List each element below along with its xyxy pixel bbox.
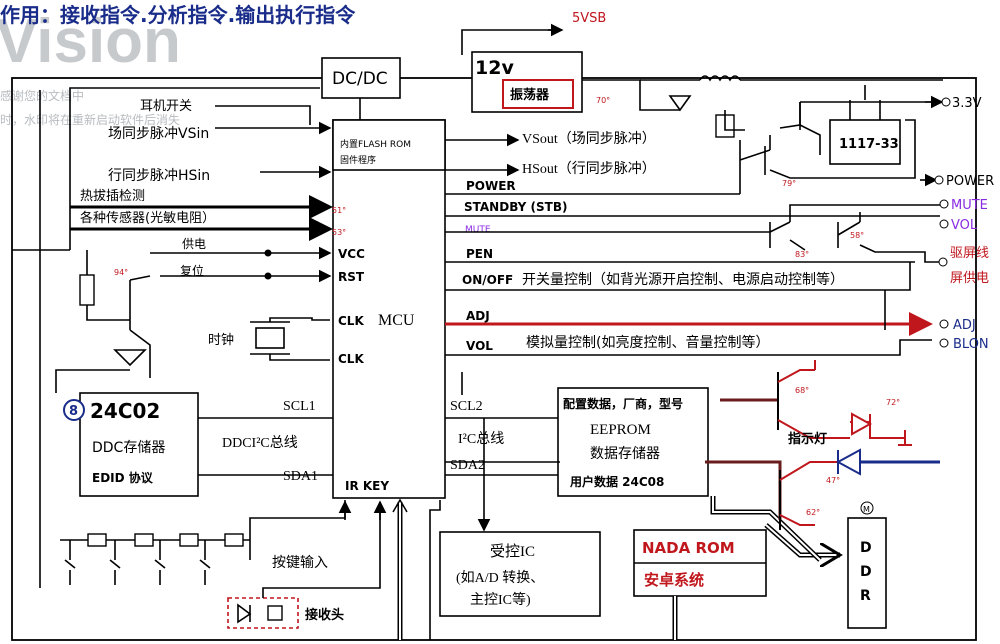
- ddc-sda1: SDA1: [283, 469, 318, 484]
- eeprom-sda2: SDA2: [450, 458, 485, 473]
- controlled-ic-box: [439, 531, 601, 617]
- nada-rom-sub: 安卓系统: [644, 571, 704, 589]
- receiver-label: 接收头: [305, 607, 344, 623]
- ddc-scl1: SCL1: [283, 399, 316, 414]
- analog-desc: 模拟量控制(如亮度控制、音量控制等）: [526, 334, 769, 351]
- user-eeprom-box: [557, 387, 709, 497]
- crystal: [255, 327, 285, 349]
- ddr-box: [847, 517, 887, 629]
- regulator-box: [829, 119, 901, 165]
- ddc-num: 8: [69, 404, 78, 419]
- ddc-bus: DDCI²C总线: [222, 435, 298, 451]
- label-vsin: 场同步脉冲VSin: [108, 126, 209, 142]
- controlled-ic-title: 受控IC: [490, 543, 535, 560]
- pin-58: 58°: [850, 231, 864, 240]
- label-hsin: 行同步脉冲HSin: [108, 168, 210, 184]
- eeprom-scl2: SCL2: [450, 399, 483, 414]
- pin-72: 72°: [886, 398, 900, 407]
- eeprom-title: EEPROM: [590, 422, 651, 438]
- eeprom-config: 配置数据，厂商，型号: [563, 396, 683, 411]
- right-mute: MUTE: [951, 198, 988, 213]
- label-sensor: 各种传感器(光敏电阻）: [80, 210, 215, 226]
- eeprom-bus: I²C总线: [458, 431, 504, 447]
- eeprom-name: 数据存储器: [590, 446, 660, 462]
- pin-68: 68°: [795, 386, 809, 395]
- firmware-label: 固件程序: [340, 154, 376, 166]
- pin-vol: VOL: [466, 339, 493, 353]
- pin-62: 62°: [806, 508, 820, 517]
- dcdc-box: [321, 57, 401, 99]
- indicator-label: 指示灯: [788, 431, 827, 447]
- dcdc-label: DC/DC: [332, 69, 388, 89]
- right-blon: BLON: [953, 337, 989, 352]
- pin-51: 51°: [332, 206, 346, 215]
- ddc-chip: 24C02: [90, 399, 160, 423]
- flash-label: 内置FLASH ROM: [340, 138, 411, 150]
- pin-47: 47°: [826, 476, 840, 485]
- ddr-c1: D: [860, 540, 872, 556]
- label-power-supply: 供电: [182, 237, 206, 251]
- label-5vsb: 5VSB: [572, 11, 606, 26]
- pin-rst: RST: [338, 270, 365, 284]
- pin-83: 83°: [795, 250, 809, 259]
- ddr-c3: R: [860, 588, 871, 604]
- keys-label: 按键输入: [272, 555, 328, 571]
- right-vol: VOL: [951, 218, 978, 233]
- controlled-ic-line2: 主控IC等): [470, 591, 531, 608]
- watermark-line2: 时，水印将在重新启动软件后消失: [0, 112, 180, 127]
- label-clock: 时钟: [208, 332, 234, 348]
- pin-mute: MUTE: [465, 225, 491, 235]
- right-drive2: 屏供电: [950, 271, 989, 286]
- pin-79: 79°: [782, 179, 796, 188]
- pin-onoff: ON/OFF: [462, 273, 513, 287]
- eeprom-user: 用户数据 24C08: [569, 474, 664, 489]
- watermark-line1: 感谢您的文档中: [0, 88, 84, 103]
- pin-irkey: IR KEY: [345, 479, 389, 493]
- ddc-num-badge: [63, 399, 85, 421]
- ddc-eeprom-box: [79, 392, 199, 497]
- pin-94: 94°: [114, 268, 128, 277]
- pin-clk1: CLK: [338, 314, 364, 328]
- onoff-desc: 开关量控制（如背光源开启控制、电源启动控制等）: [522, 271, 844, 288]
- oscillator-box: [502, 79, 574, 109]
- watermark-brand: Vision: [0, 7, 181, 76]
- ddr-c2: D: [860, 564, 872, 580]
- pin-pen: PEN: [466, 247, 493, 261]
- pin-53: 53°: [332, 228, 346, 237]
- label-vsout: VSout（场同步脉冲）: [522, 131, 656, 147]
- pin-adj: ADJ: [466, 309, 490, 323]
- controlled-ic-line1: (如A/D 转换、: [456, 569, 544, 586]
- pin-power: POWER: [466, 179, 516, 193]
- pin-clk2: CLK: [338, 352, 364, 366]
- flash-box: [332, 119, 446, 171]
- mcu-label: MCU: [378, 312, 415, 329]
- regulator-label: 1117-33: [839, 137, 899, 152]
- label-earphone: 耳机开关: [140, 99, 192, 114]
- label-hotplug: 热拔插检测: [80, 189, 145, 204]
- pin-vcc: VCC: [338, 247, 365, 261]
- ddc-edid: EDID 协议: [92, 470, 154, 485]
- page-title: 作用：接收指令.分析指令.输出执行指令: [0, 3, 356, 27]
- label-hsout: HSout（行同步脉冲）: [522, 161, 656, 177]
- right-drive1: 驱屏线: [950, 246, 989, 261]
- label-reset: 复位: [180, 263, 204, 278]
- pin-70: 70°: [596, 96, 610, 105]
- right-power: POWER: [946, 174, 994, 189]
- nada-rom-title: NADA ROM: [642, 539, 735, 557]
- label-12v: 12v: [475, 57, 514, 79]
- oscillator-label: 振荡器: [510, 87, 550, 103]
- ddc-name: DDC存储器: [92, 440, 165, 456]
- ddr-badge: M: [863, 505, 870, 514]
- pin-standby: STANDBY (STB): [464, 200, 568, 214]
- right-adj: ADJ: [953, 318, 976, 333]
- mcu-box: [332, 119, 446, 499]
- label-3v3: 3.3V: [952, 96, 982, 111]
